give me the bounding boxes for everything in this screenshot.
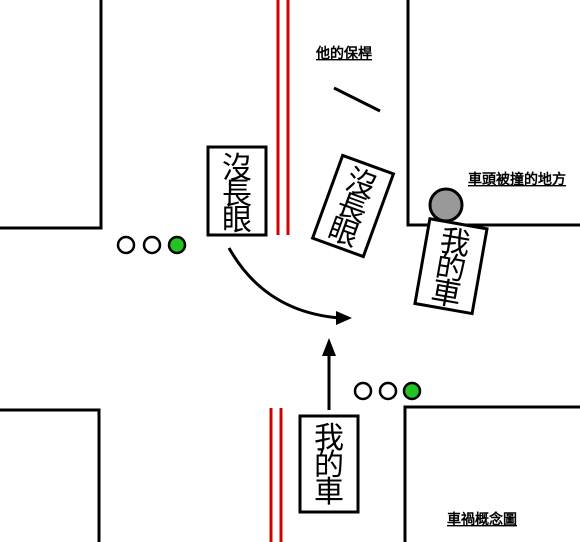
my-car-box: 我 的 車 [298,414,360,514]
straight-arrow [322,338,336,410]
their-bumper-label: 他的保桿 [315,45,372,62]
other-car-rotated: 沒 長 眼 [310,153,396,259]
lamp-off-icon [353,381,373,401]
lamp-green-icon [167,235,187,255]
center-lines [269,0,290,542]
my-car-rotated: 我 的 車 [413,217,489,316]
arrowhead-icon [322,338,336,356]
road-edge-bottom-right [403,405,580,542]
lamp-green-icon [402,381,422,401]
turn-arrow [227,247,352,325]
car-label-char: 我 [314,421,344,456]
car-label-char: 長 [222,177,252,212]
car-label-char: 眼 [222,203,252,238]
lamp-off-icon [378,381,398,401]
lamp-off-icon [142,235,162,255]
lamp-off-icon [116,235,136,255]
dent-label: 車頭被撞的地方 [468,171,566,188]
arrowhead-icon [336,311,352,325]
road-edge-top-right [406,0,580,227]
traffic-light-left [116,235,187,255]
car-label-char: 的 [433,249,469,289]
bumper-debris [333,86,381,113]
car-label-char: 車 [314,475,344,510]
traffic-light-right [353,381,422,401]
diagram-caption: 車禍概念圖 [447,511,517,528]
car-label-char: 車 [428,274,464,314]
impact-point-icon [428,187,464,223]
car-label-char: 的 [314,448,344,483]
car-label-char: 我 [437,223,473,263]
car-label-char: 沒 [222,151,252,186]
road-edge-bottom-left [0,408,101,542]
road-edge-top-left [0,0,103,230]
other-car-box: 沒 長 眼 [206,145,268,238]
